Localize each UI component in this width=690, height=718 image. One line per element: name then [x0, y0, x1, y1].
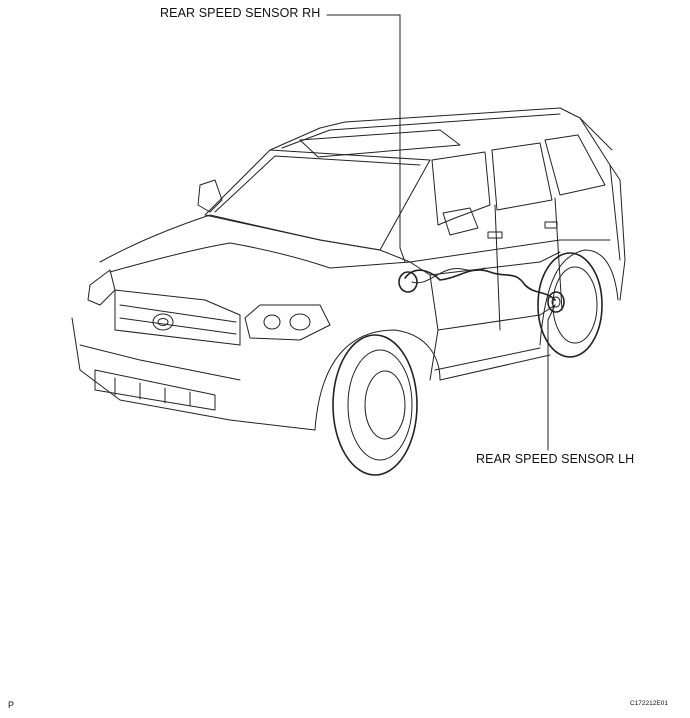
toyota-emblem-icon: [152, 313, 174, 331]
leader-line-lh: [547, 304, 556, 451]
rear-speed-sensor-lh-icon: [547, 291, 565, 313]
rear-speed-sensor-rh-label: REAR SPEED SENSOR RH: [160, 6, 321, 20]
speed-sensor-harness: [398, 267, 565, 313]
figure-id: C172212E01: [630, 700, 668, 707]
rear-speed-sensor-rh-icon: [398, 271, 418, 293]
suv-line-drawing-icon: [71, 107, 626, 476]
leader-line-rh: [326, 14, 406, 263]
page-code: P: [8, 700, 15, 710]
rear-speed-sensor-lh-label: REAR SPEED SENSOR LH: [476, 452, 635, 466]
leader-lines: [326, 14, 556, 451]
